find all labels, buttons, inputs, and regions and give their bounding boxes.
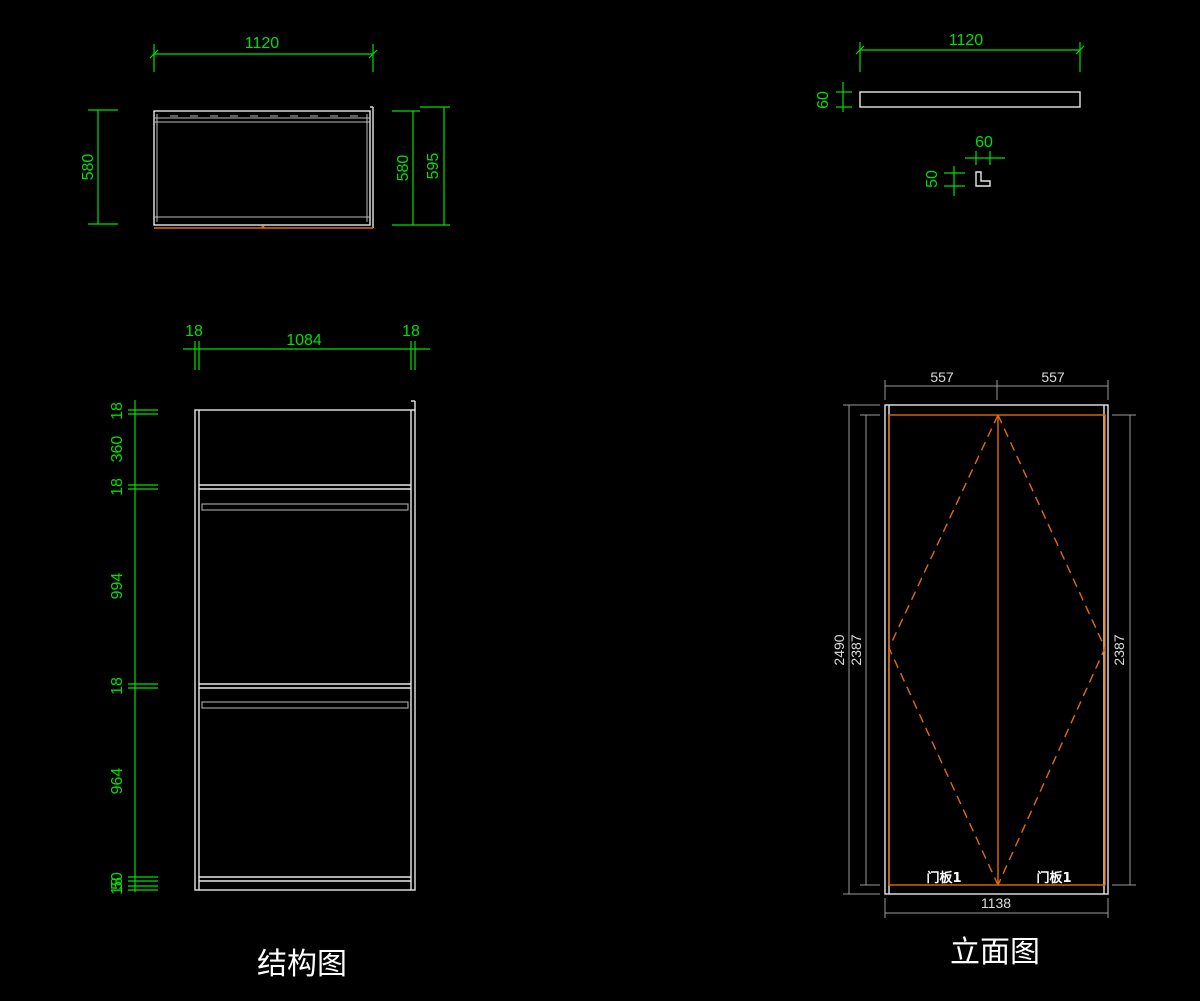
structure-height-dimensions: 18 360 18 994 18 964 50 18 xyxy=(109,400,158,895)
plan-cabinet-outline xyxy=(153,106,374,229)
structure-width-dimensions: 18 1084 18 xyxy=(183,323,430,370)
top-panel-detail: 60 50 xyxy=(924,134,1005,196)
structure-right-side-label: 18 xyxy=(402,323,420,340)
door-panels-outline xyxy=(888,414,1106,886)
plan-left-depth-dimension: 580 xyxy=(80,109,118,225)
plan-door-marker xyxy=(261,225,265,229)
detail-width-label: 60 xyxy=(975,134,993,151)
height-label-kick: 50 xyxy=(109,872,126,890)
detail-height-label: 50 xyxy=(924,170,941,188)
door-width-left-label: 557 xyxy=(930,369,954,385)
hanging-rail-lower xyxy=(201,701,409,709)
left-door-swing-lines xyxy=(888,414,999,886)
top-panel-width-label: 1120 xyxy=(949,32,984,49)
elevation-total-width-dimension: 1138 xyxy=(884,895,1109,918)
height-label-top-compartment: 360 xyxy=(109,436,126,463)
elevation-frame: 门板1 门板1 xyxy=(884,404,1109,895)
structure-caption: 结构图 xyxy=(257,947,347,982)
plan-view: 1120 580 xyxy=(80,35,450,229)
right-door-swing-lines xyxy=(997,414,1106,886)
plan-right-inner-depth-label: 580 xyxy=(395,155,412,182)
door-label-left: 门板1 xyxy=(926,870,961,886)
plan-width-dimension: 1120 xyxy=(149,35,378,72)
door-height-left-label: 2387 xyxy=(848,634,864,665)
structure-view: 18 1084 18 xyxy=(109,323,430,982)
structure-inner-width-label: 1084 xyxy=(286,332,322,349)
plan-left-depth-label: 580 xyxy=(80,154,97,181)
top-panel-width-dimension: 1120 xyxy=(855,32,1085,72)
elevation-door-width-dimensions: 557 557 xyxy=(884,369,1109,400)
top-panel-thickness-dimension: 60 xyxy=(815,82,852,112)
top-panel-thickness-label: 60 xyxy=(815,91,832,109)
height-label-lower-hanging: 964 xyxy=(109,768,126,795)
total-height-label: 2490 xyxy=(831,634,847,665)
top-panel-outline xyxy=(859,91,1081,108)
height-label-shelf-1: 18 xyxy=(109,478,126,496)
height-label-bottom-board: 18 xyxy=(109,877,126,895)
door-width-right-label: 557 xyxy=(1041,369,1065,385)
hanging-rail-upper xyxy=(201,503,409,511)
plan-right-outer-depth-label: 595 xyxy=(425,153,442,180)
height-label-upper-hanging: 994 xyxy=(109,573,126,600)
elevation-caption: 立面图 xyxy=(950,935,1040,970)
detail-profile xyxy=(975,171,991,187)
total-width-label: 1138 xyxy=(981,895,1011,911)
top-panel-view: 1120 60 60 50 xyxy=(815,32,1085,196)
door-height-right-label: 2387 xyxy=(1111,634,1127,665)
structure-carcass xyxy=(194,400,416,891)
elevation-view: 557 557 门板1 门板1 2490 2387 2387 xyxy=(831,369,1136,970)
plan-width-label: 1120 xyxy=(245,35,280,52)
elevation-height-dimensions: 2490 2387 2387 xyxy=(831,404,1136,895)
height-label-top-board: 18 xyxy=(109,402,126,420)
structure-left-side-label: 18 xyxy=(185,323,203,340)
height-label-shelf-2: 18 xyxy=(109,677,126,695)
plan-right-depth-dimensions: 580 595 xyxy=(392,106,450,226)
door-label-right: 门板1 xyxy=(1036,870,1071,886)
